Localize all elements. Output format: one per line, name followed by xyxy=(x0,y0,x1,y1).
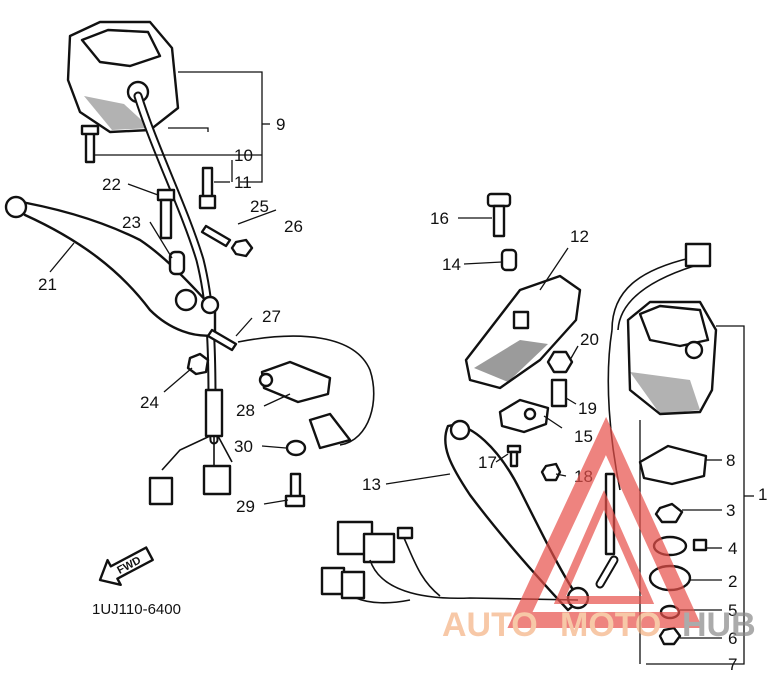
collar-14 xyxy=(500,248,518,272)
pin-16 xyxy=(486,192,512,238)
part-label-30: 30 xyxy=(234,437,253,456)
left-switch-housing xyxy=(66,20,180,134)
part-label-4: 4 xyxy=(728,539,737,558)
right-switch-housing xyxy=(626,300,718,416)
nut-26 xyxy=(230,238,254,258)
part-label-3: 3 xyxy=(726,501,735,520)
screw-10 xyxy=(80,124,100,164)
part-label-1: 1 xyxy=(758,485,767,504)
part-label-17: 17 xyxy=(478,453,497,472)
nut-18 xyxy=(540,462,562,482)
leader-lines xyxy=(49,71,754,665)
watermark-moto: MOTO xyxy=(560,606,661,644)
left-harness-cable xyxy=(133,91,233,506)
part-label-2: 2 xyxy=(728,572,737,591)
screw-29 xyxy=(284,472,306,508)
brake-holder xyxy=(464,274,582,390)
part-label-10: 10 xyxy=(234,146,253,165)
part-label-23: 23 xyxy=(122,213,141,232)
part-label-27: 27 xyxy=(262,307,281,326)
collar-23 xyxy=(168,250,186,276)
screw-25 xyxy=(200,224,232,248)
part-label-22: 22 xyxy=(102,175,121,194)
part-label-5: 5 xyxy=(728,601,737,620)
part-label-9: 9 xyxy=(276,115,285,134)
screw-11 xyxy=(198,166,217,210)
part-label-12: 12 xyxy=(570,227,589,246)
screw-27 xyxy=(206,328,238,352)
switch-part-6 xyxy=(658,626,682,646)
washer-30 xyxy=(285,439,307,457)
part-label-28: 28 xyxy=(236,401,255,420)
part-label-6: 6 xyxy=(728,629,737,648)
part-label-20: 20 xyxy=(580,330,599,349)
part-label-14: 14 xyxy=(442,255,461,274)
part-label-26: 26 xyxy=(284,217,303,236)
watermark: AUTO MOTO HUB xyxy=(442,416,756,644)
part-label-7: 7 xyxy=(728,655,737,674)
watermark-auto: AUTO xyxy=(442,606,538,644)
part-label-16: 16 xyxy=(430,209,449,228)
nut-24 xyxy=(186,352,210,376)
part-label-11: 11 xyxy=(234,173,252,192)
clutch-switch xyxy=(237,335,375,450)
part-label-24: 24 xyxy=(140,393,159,412)
part-label-21: 21 xyxy=(38,275,57,294)
clutch-lever xyxy=(4,195,220,337)
switch-part-8 xyxy=(638,444,708,486)
switch-part-3 xyxy=(654,502,684,524)
bolt-19 xyxy=(550,378,568,408)
screw-17 xyxy=(506,444,522,468)
diagram-code: 1UJ110-6400 xyxy=(92,601,181,618)
part-label-15: 15 xyxy=(574,427,593,446)
watermark-hub: HUB xyxy=(682,606,756,644)
part-label-13: 13 xyxy=(362,475,381,494)
brake-switch xyxy=(498,398,550,434)
part-label-29: 29 xyxy=(236,497,255,516)
part-label-19: 19 xyxy=(578,399,597,418)
bolt-22 xyxy=(156,188,176,240)
watermark-triangle xyxy=(507,416,703,628)
nut-20 xyxy=(546,350,574,374)
part-label-25: 25 xyxy=(250,197,269,216)
part-label-8: 8 xyxy=(726,451,735,470)
fwd-arrow: FWD xyxy=(98,546,154,587)
